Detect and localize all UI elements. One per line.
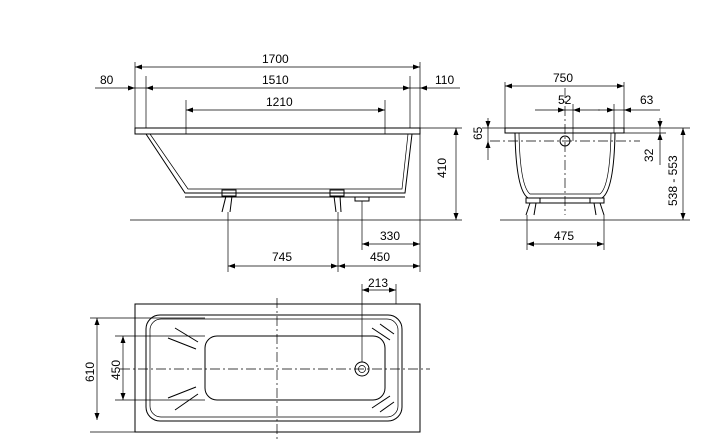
side-view: 1700 1510 80 110 1210 410 330 745 450 bbox=[95, 52, 462, 272]
dim-538-553: 538 - 553 bbox=[666, 155, 680, 206]
side-tub-inner bbox=[149, 133, 409, 190]
dim-450-top: 450 bbox=[109, 360, 123, 380]
dim-330: 330 bbox=[380, 229, 400, 243]
dim-52: 52 bbox=[558, 93, 572, 107]
dim-32: 32 bbox=[642, 148, 656, 162]
side-leg-right bbox=[329, 189, 345, 213]
dim-80: 80 bbox=[100, 73, 114, 87]
top-inner-opening bbox=[145, 314, 403, 422]
dim-1210: 1210 bbox=[266, 95, 293, 109]
dim-65: 65 bbox=[471, 126, 485, 140]
end-foot-left bbox=[525, 197, 541, 216]
side-tub-body bbox=[145, 133, 413, 194]
dim-410: 410 bbox=[435, 158, 449, 178]
dim-63: 63 bbox=[640, 93, 654, 107]
top-inner-opening-2 bbox=[149, 318, 399, 418]
dim-450-side: 450 bbox=[370, 250, 390, 264]
dim-475: 475 bbox=[554, 229, 574, 243]
dim-213: 213 bbox=[368, 276, 388, 290]
dim-1510: 1510 bbox=[262, 73, 289, 87]
end-foot-right bbox=[589, 197, 605, 216]
side-leg-left bbox=[221, 189, 237, 213]
top-view: 610 450 213 bbox=[83, 276, 430, 440]
side-rim bbox=[134, 127, 421, 135]
dim-745: 745 bbox=[272, 250, 292, 264]
dim-610: 610 bbox=[83, 362, 97, 382]
side-drain bbox=[354, 196, 370, 202]
top-outer-rim bbox=[134, 303, 421, 433]
dim-1700: 1700 bbox=[262, 52, 289, 66]
end-tub-inner bbox=[518, 132, 612, 195]
dim-110: 110 bbox=[435, 73, 454, 87]
end-view: 750 52 63 65 32 538 - 553 475 bbox=[471, 71, 690, 250]
end-rim bbox=[504, 127, 625, 134]
top-bottom-area bbox=[204, 335, 386, 401]
dim-750: 750 bbox=[553, 71, 573, 85]
